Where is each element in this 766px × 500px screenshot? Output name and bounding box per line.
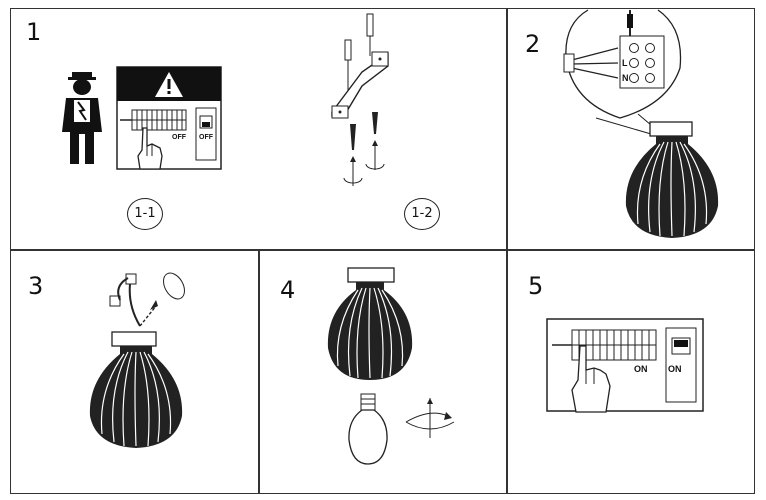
step-5-number: 5 (528, 272, 544, 300)
col-divider-top (506, 8, 508, 250)
pendant-lamp-icon (89, 331, 183, 448)
mounting-bracket-icon (331, 13, 389, 186)
step-1-number: 1 (26, 18, 42, 46)
step-2-number: 2 (525, 30, 541, 58)
warning-icon (155, 72, 183, 97)
pendant-lamp-icon (625, 121, 719, 238)
terminal-label-n: N (622, 73, 629, 83)
off-switch-label: OFF (199, 134, 213, 141)
step-3-number: 3 (28, 272, 44, 300)
substep-1-2-label: 1-2 (404, 198, 440, 230)
off-breaker-label: OFF (172, 134, 186, 141)
pendant-lamp-icon (327, 267, 413, 380)
breaker-panel-icon (116, 66, 222, 170)
light-bulb-icon (348, 393, 388, 465)
electrician-icon (62, 72, 102, 164)
row-divider (10, 249, 755, 251)
col-divider-bottom-2 (506, 250, 508, 494)
col-divider-bottom-1 (258, 250, 260, 494)
wiring-illustration (109, 272, 185, 327)
on-breaker-label: ON (634, 364, 648, 374)
instruction-sheet (10, 8, 755, 494)
terminal-block-icon (563, 9, 682, 137)
rotate-arrow-icon (405, 398, 455, 438)
terminal-label-l: L (622, 58, 628, 68)
on-switch-label: ON (668, 364, 682, 374)
breaker-panel-icon (546, 318, 704, 413)
substep-1-1-label: 1-1 (127, 198, 163, 230)
hand-icon (571, 345, 611, 413)
step-4-number: 4 (280, 276, 296, 304)
hand-icon (137, 127, 163, 170)
screw-icon (366, 13, 374, 56)
